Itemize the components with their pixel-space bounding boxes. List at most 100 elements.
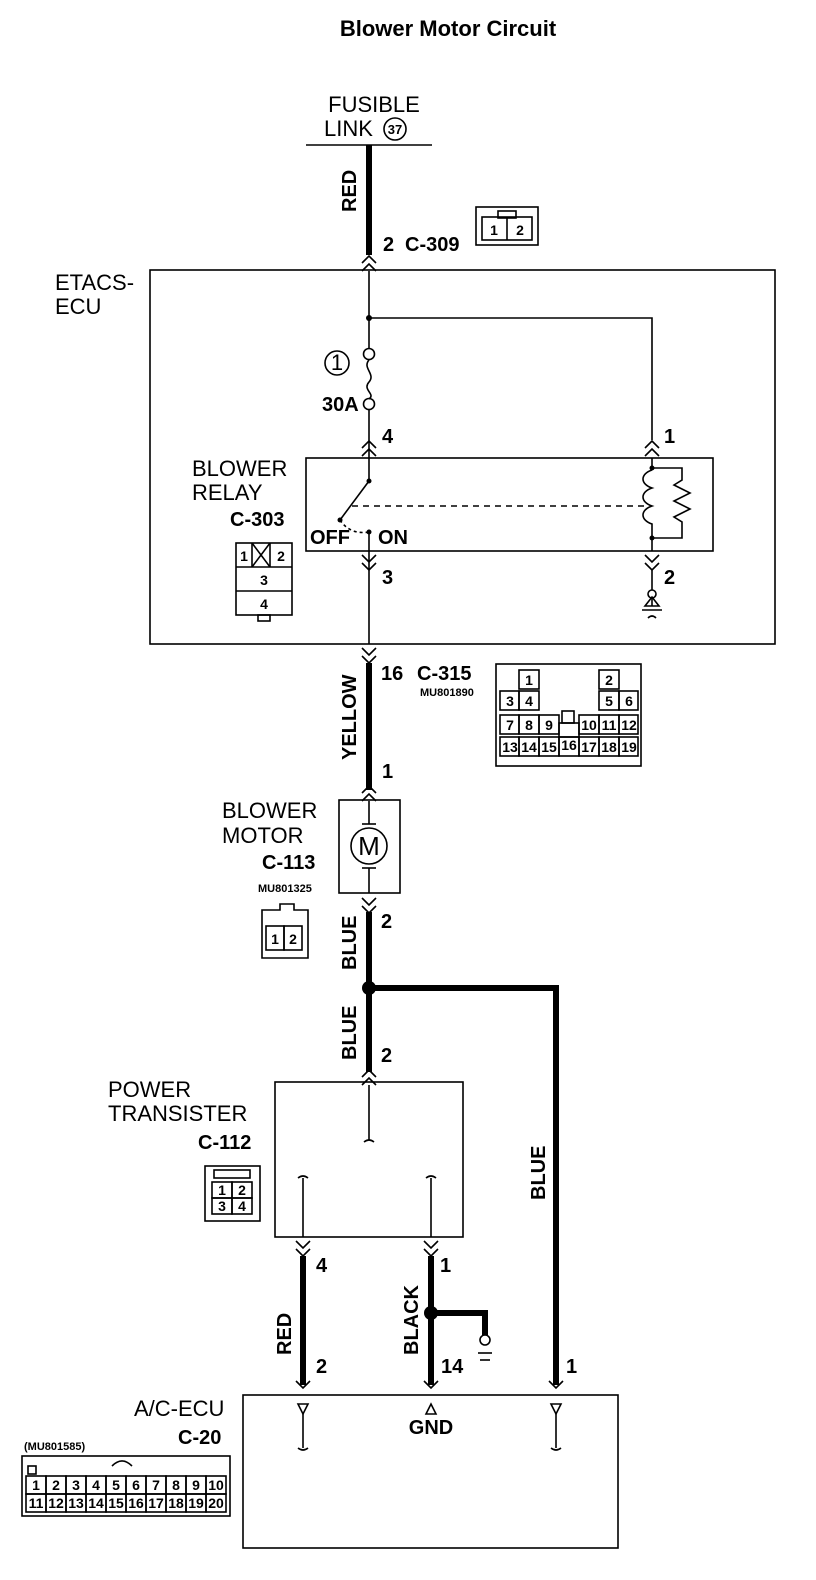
pin-ecu-1: 1 (566, 1356, 577, 1378)
c113-pin-2: 2 (289, 931, 297, 947)
pt-internal-break (297, 1175, 309, 1179)
pin-etacs-2: 2 (664, 567, 675, 589)
c315-pin-16: 16 (561, 737, 577, 753)
ac-ecu-label: A/C-ECU (134, 1396, 224, 1421)
blower-relay-box (305, 457, 714, 552)
c20-pin-16: 16 (128, 1495, 144, 1511)
c112-pin-1: 1 (218, 1182, 226, 1198)
pin-ecu-2: 2 (316, 1356, 327, 1378)
c112-pin-3: 3 (218, 1198, 226, 1214)
c303-pin-1: 1 (240, 548, 248, 564)
power-transister-label-1: POWER (108, 1077, 191, 1102)
c20-pin-17: 17 (148, 1495, 164, 1511)
pin-etacs-4: 4 (382, 426, 394, 448)
connector-arrow (295, 1240, 311, 1258)
connector-c315-part: MU801890 (420, 687, 474, 699)
connector-c113-part: MU801325 (258, 883, 312, 895)
c20-pin-5: 5 (112, 1477, 120, 1493)
blower-motor-label-2: MOTOR (222, 823, 303, 848)
blower-motor-connector: C-113 (262, 852, 315, 874)
relay-switch-on: ON (378, 527, 408, 549)
c315-pin-15: 15 (541, 739, 557, 755)
c113-pin-1: 1 (271, 931, 279, 947)
wire-blue-right (369, 985, 559, 1385)
c303-pin-2: 2 (277, 548, 285, 564)
connector-c309-label: C-309 (405, 234, 459, 256)
c20-pin-10: 10 (208, 1477, 224, 1493)
blower-relay-label-2: RELAY (192, 480, 263, 505)
pin-ecu-14: 14 (441, 1356, 464, 1378)
connector-c315-icon: 1 2 3 4 5 6 7 8 9 10 11 12 13 14 15 16 1… (495, 663, 642, 767)
connector-arrow (423, 1240, 439, 1258)
blower-relay-connector: C-303 (230, 509, 284, 531)
c20-pin-3: 3 (72, 1477, 80, 1493)
pin-etacs-1: 1 (664, 426, 675, 448)
fusible-link-number-circle (383, 117, 407, 141)
power-transister-connector: C-112 (198, 1132, 251, 1154)
connector-arrow (423, 1380, 439, 1390)
etacs-internal-wire-right (369, 317, 653, 440)
pin-c309: 2 (383, 234, 394, 256)
pin-pt-4: 4 (316, 1255, 328, 1277)
pin-motor-1: 1 (382, 761, 393, 783)
page-title: Blower Motor Circuit (340, 16, 557, 41)
c20-pin-cell (205, 1493, 227, 1513)
c315-pin-2: 2 (605, 672, 613, 688)
c20-pin-7: 7 (152, 1477, 160, 1493)
c20-pin-9: 9 (192, 1477, 200, 1493)
pt-internal-break (425, 1175, 437, 1179)
ground-icon (478, 1334, 492, 1361)
connector-c112-icon: 1 2 3 4 (204, 1165, 261, 1222)
fuse-number: 1 (331, 350, 343, 375)
c315-pin-7: 7 (506, 717, 514, 733)
connector-arrow (361, 439, 377, 457)
wire-label-black: BLACK (401, 1284, 423, 1355)
c20-pin-15: 15 (108, 1495, 124, 1511)
c20-pin-1: 1 (32, 1477, 40, 1493)
connector-c113-icon: 1 2 (261, 903, 309, 959)
c112-pin-2: 2 (238, 1182, 246, 1198)
connector-arrow (644, 439, 660, 457)
c315-pin-10: 10 (581, 717, 597, 733)
ac-ecu-box (242, 1394, 619, 1549)
c315-pin-18: 18 (601, 739, 617, 755)
connector-arrow (548, 1380, 564, 1390)
relay-switch-off: OFF (310, 527, 350, 549)
wire-label-red-bottom: RED (274, 1313, 296, 1355)
connector-arrow (361, 784, 377, 802)
connector-c309-icon: 1 2 (475, 206, 539, 246)
power-transister-box (274, 1081, 464, 1238)
c20-pin-2: 2 (52, 1477, 60, 1493)
wire-label-blue-right: BLUE (528, 1146, 550, 1200)
c20-pin-14: 14 (88, 1495, 104, 1511)
fuse-30a (362, 347, 376, 411)
fuse-rating: 30A (322, 394, 359, 416)
ac-ecu-internal (296, 1402, 563, 1451)
ac-ecu-connector: C-20 (178, 1427, 221, 1449)
c315-pin-13: 13 (502, 739, 518, 755)
wire-label-blue-lower: BLUE (339, 1006, 361, 1060)
wire-label-red-top: RED (339, 170, 361, 212)
pin-etacs-3: 3 (382, 567, 393, 589)
connector-arrow (361, 254, 377, 272)
fusible-link-line1: FUSIBLE (328, 92, 420, 117)
c315-pin-11: 11 (602, 717, 617, 733)
fuse-number-circle (324, 350, 350, 376)
c315-pin-6: 6 (625, 693, 633, 709)
c20-pin-11: 11 (29, 1495, 44, 1511)
fusible-link-line2: LINK (324, 116, 373, 141)
connector-arrow (361, 647, 377, 665)
relay-coil (642, 458, 692, 551)
c20-pin-19: 19 (188, 1495, 204, 1511)
fusible-link-number: 37 (388, 122, 402, 137)
pin-motor-2: 2 (381, 911, 392, 933)
c20-pin-18: 18 (168, 1495, 184, 1511)
c315-pin-14: 14 (521, 739, 537, 755)
c315-pin-4: 4 (525, 693, 533, 709)
pin-pt-2: 2 (381, 1045, 392, 1067)
c315-pin-12: 12 (621, 717, 637, 733)
blower-motor-symbol: M (358, 831, 380, 861)
pt-internal-break (363, 1139, 375, 1143)
c20-pin-8: 8 (172, 1477, 180, 1493)
